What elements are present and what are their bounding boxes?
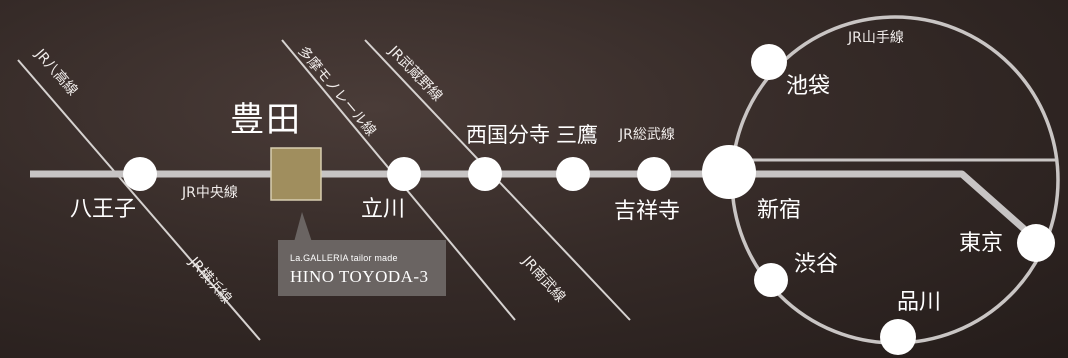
station-dot-hachioji — [123, 157, 157, 191]
station-dot-shibuya — [754, 263, 788, 297]
station-label-hachioji: 八王子 — [70, 197, 137, 222]
highlight-station-label: 豊田 — [230, 100, 302, 140]
hachiko-line — [17, 59, 261, 341]
line-label-chuo: JR中央線 — [182, 185, 238, 201]
station-label-shinagawa: 品川 — [897, 290, 942, 315]
station-dot-kichijoji — [637, 157, 671, 191]
station-dot-tachikawa — [387, 157, 421, 191]
station-label-kichijoji: 吉祥寺 — [614, 199, 681, 224]
station-dot-nishikokubunji — [468, 157, 502, 191]
station-label-shinjuku: 新宿 — [757, 198, 802, 223]
station-dot-ikebukuro — [751, 44, 787, 80]
callout-property-name: HINO TOYODA-3 — [290, 267, 429, 286]
line-label-yamanote: JR山手線 — [848, 30, 904, 46]
toyoda-highlight-square — [270, 147, 322, 201]
station-label-tokyo: 東京 — [959, 231, 1004, 256]
station-dot-tokyo — [1017, 224, 1055, 262]
chuo-line — [30, 170, 1043, 246]
station-label-tachikawa: 立川 — [361, 197, 406, 222]
station-label-nishikokubunji: 西国分寺 — [466, 123, 550, 147]
station-dot-mitaka — [556, 157, 590, 191]
property-callout: La.GALLERIA tailor made HINO TOYODA-3 — [278, 240, 446, 296]
station-dot-shinjuku — [702, 145, 756, 199]
station-dot-shinagawa — [880, 319, 916, 355]
callout-pointer — [294, 212, 312, 242]
station-label-shibuya: 渋谷 — [794, 252, 839, 277]
line-label-sobu: JR総武線 — [619, 127, 675, 143]
station-label-ikebukuro: 池袋 — [786, 74, 831, 99]
station-label-mitaka: 三鷹 — [556, 123, 598, 147]
callout-brand: La.GALLERIA tailor made — [290, 253, 398, 263]
